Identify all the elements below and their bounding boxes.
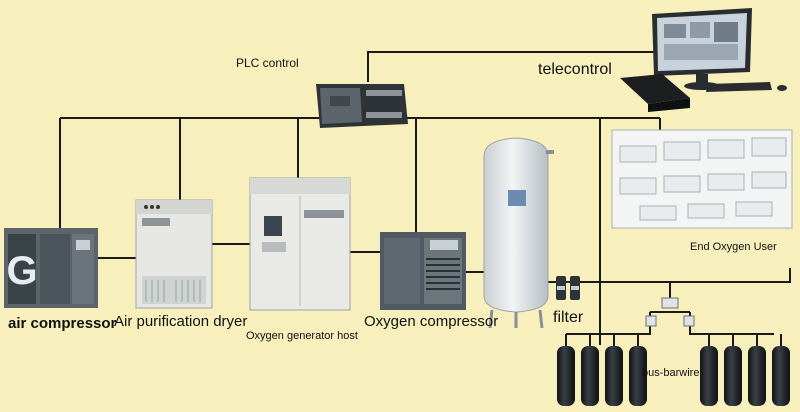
generator-label: Oxygen generator host bbox=[246, 330, 358, 342]
manifold-right bbox=[689, 312, 774, 335]
air-compressor-unit: G bbox=[4, 228, 98, 308]
generator-unit bbox=[249, 177, 351, 311]
cylinder-bank-right bbox=[700, 346, 790, 406]
telecontrol-label: telecontrol bbox=[538, 61, 612, 78]
dryer-unit bbox=[135, 199, 213, 309]
cylinder-bank-left bbox=[557, 346, 647, 406]
oxygen-compressor-unit bbox=[380, 232, 466, 310]
keyboard-mouse bbox=[706, 82, 787, 92]
plc-telecontrol-line bbox=[367, 51, 659, 82]
filter-unit bbox=[556, 276, 580, 300]
filter-label: filter bbox=[553, 309, 584, 326]
end-user-label: End Oxygen User bbox=[690, 241, 777, 253]
oxygen-compressor-label: Oxygen compressor bbox=[364, 313, 499, 330]
manifold-regulators bbox=[645, 297, 695, 327]
bus-label: bus-barwire bbox=[642, 367, 700, 379]
compressor-logo: G bbox=[6, 249, 37, 293]
dryer-label: Air purification dryer bbox=[114, 313, 248, 330]
oxygen-tank bbox=[483, 137, 554, 329]
computer-tower bbox=[620, 74, 690, 112]
plc-label: PLC control bbox=[236, 56, 299, 70]
air-compressor-label: air compressor bbox=[8, 315, 117, 332]
pipe-tank-user bbox=[548, 268, 791, 283]
computer-monitor bbox=[652, 8, 752, 90]
plc-unit bbox=[316, 84, 408, 128]
end-user-ward bbox=[611, 129, 793, 229]
cylinder-valves bbox=[565, 334, 782, 346]
